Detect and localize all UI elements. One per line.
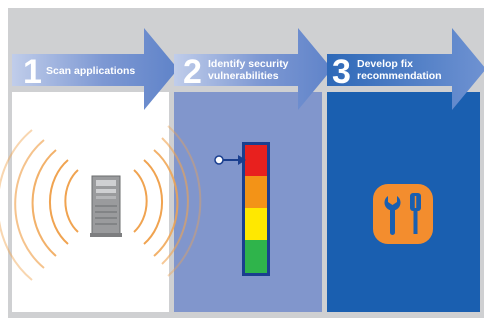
severity-yellow: [245, 208, 267, 240]
step-3-number: 3: [332, 53, 351, 91]
scan-waves-icon: [0, 125, 202, 281]
step-2-label: Identify security vulnerabilities: [208, 58, 289, 82]
severity-orange: [245, 176, 267, 208]
step-1-number: 1: [23, 53, 42, 91]
computer-tower-icon: [90, 175, 122, 237]
panel-scan: [12, 92, 169, 312]
step-3-label: Develop fix recommendation: [357, 58, 442, 82]
tools-icon: [373, 184, 433, 244]
step-1-arrow: [12, 28, 178, 110]
step-1-label: Scan applications: [46, 65, 136, 77]
step-2-number: 2: [183, 53, 202, 91]
step-2-arrow: [174, 28, 332, 110]
severity-green: [245, 240, 267, 273]
severity-meter-icon: [242, 142, 270, 276]
step-3-arrow: [327, 28, 484, 110]
pointer-arrow-icon: [214, 155, 246, 165]
severity-red: [245, 145, 267, 176]
